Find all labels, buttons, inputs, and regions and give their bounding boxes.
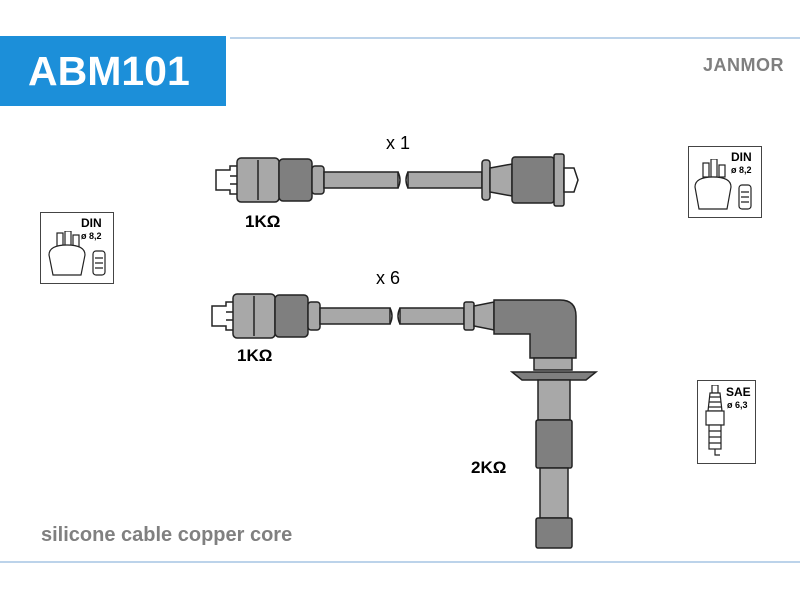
cable-2-resistance: 1KΩ — [237, 346, 273, 365]
cable-description: silicone cable copper core — [41, 524, 293, 546]
cable-2-left-boot — [211, 293, 321, 339]
cable-1-drawing — [215, 153, 579, 207]
cable-2-end-resistance: 2KΩ — [471, 458, 507, 477]
spark-plug-icon — [705, 385, 725, 456]
left-connector-box: DIN ø 8,2 — [40, 212, 114, 284]
part-number-badge: ABM101 — [0, 36, 226, 106]
left-connector-standard: DIN — [81, 216, 102, 230]
cable-1-right-boot — [481, 153, 579, 207]
cable-1-resistance: 1KΩ — [245, 212, 281, 231]
right-top-connector-standard: DIN — [731, 150, 752, 164]
right-bottom-connector-box: SAE ø 6,3 — [697, 380, 756, 464]
right-bottom-connector-standard: SAE — [726, 385, 751, 399]
cable-2-drawing — [211, 293, 599, 549]
left-connector-diameter: ø 8,2 — [81, 231, 102, 241]
distributor-cap-icon — [694, 159, 752, 210]
distributor-cap-icon — [48, 231, 106, 276]
right-top-connector-box: DIN ø 8,2 — [688, 146, 762, 218]
brand-name: JANMOR — [702, 55, 784, 75]
right-top-connector-diameter: ø 8,2 — [731, 165, 752, 175]
cable-2-plug-boot — [463, 299, 599, 549]
footer-rule — [0, 561, 800, 563]
header-rule — [230, 37, 800, 39]
right-bottom-connector-diameter: ø 6,3 — [727, 400, 748, 410]
cable-2-quantity: x 6 — [376, 268, 401, 288]
cable-1-quantity: x 1 — [386, 133, 411, 153]
cable-1-left-boot — [215, 157, 325, 203]
